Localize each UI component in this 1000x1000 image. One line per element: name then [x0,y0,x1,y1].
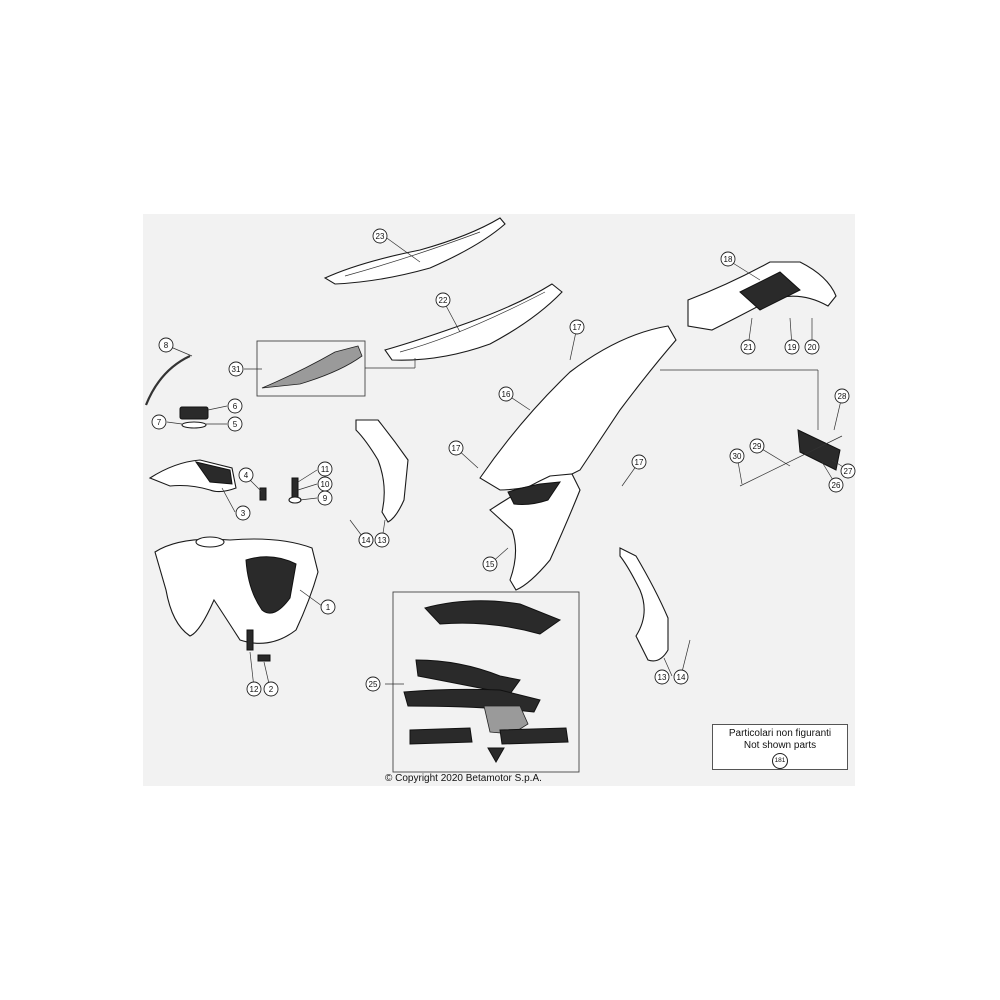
callout-label: 17 [635,458,644,467]
callout-26: 26 [828,477,844,493]
callout-31: 31 [228,361,244,377]
callout-25: 25 [365,676,381,692]
callout-label: 21 [744,343,753,352]
callout-3: 3 [235,505,251,521]
callout-label: 18 [724,255,733,264]
callout-9: 9 [317,490,333,506]
callout-13: 13 [654,669,670,685]
callout-label: 30 [733,452,742,461]
callout-label: 20 [808,343,817,352]
callout-17: 17 [569,319,585,335]
callout-17: 17 [631,454,647,470]
callout-label: 6 [233,402,238,411]
callout-2: 2 [263,681,279,697]
seat-base-detail [256,340,416,397]
decal-kit [392,591,580,773]
license-plate-bracket [739,429,843,487]
callout-27: 27 [840,463,856,479]
callout-10: 10 [317,476,333,492]
callout-label: 3 [241,509,246,518]
not-shown-parts-legend: Particolari non figuranti Not shown part… [712,724,848,770]
callout-label: 7 [157,418,162,427]
callout-label: 28 [838,392,847,401]
callout-label: 29 [753,442,762,451]
callout-label: 4 [244,471,249,480]
radiator-shroud-left [355,419,409,523]
callout-label: 9 [323,494,328,503]
callout-4: 4 [238,467,254,483]
callout-label: 19 [788,343,797,352]
callout-29: 29 [749,438,765,454]
callout-label: 14 [362,536,371,545]
callout-label: 13 [378,536,387,545]
callout-21: 21 [740,339,756,355]
callout-label: 16 [502,390,511,399]
callout-11: 11 [317,461,333,477]
callout-16: 16 [498,386,514,402]
callout-13: 13 [374,532,390,548]
callout-label: 8 [164,341,169,350]
callout-28: 28 [834,388,850,404]
callout-label: 2 [269,685,274,694]
side-panel [479,325,677,591]
callout-label: 23 [376,232,385,241]
callout-18: 18 [720,251,736,267]
callout-17: 17 [448,440,464,456]
fuel-tank [154,536,319,644]
callout-label: 17 [573,323,582,332]
callout-label: 31 [232,365,241,374]
callout-label: 12 [250,685,259,694]
callout-12: 12 [246,681,262,697]
callout-30: 30 [729,448,745,464]
callout-15: 15 [482,556,498,572]
callout-7: 7 [151,414,167,430]
callout-14: 14 [673,669,689,685]
callout-label: 14 [677,673,686,682]
seat-cover [323,217,506,285]
callout-label: 27 [844,467,853,476]
callout-1: 1 [320,599,336,615]
callout-6: 6 [227,398,243,414]
legend-ref-bubble: 181 [772,753,788,769]
callout-label: 15 [486,560,495,569]
callout-14: 14 [358,532,374,548]
callout-label: 11 [321,465,330,474]
rear-fender [687,261,837,331]
callout-22: 22 [435,292,451,308]
callout-20: 20 [804,339,820,355]
callout-label: 26 [832,481,841,490]
seat [384,283,563,361]
copyright-notice: © Copyright 2020 Betamotor S.p.A. [385,773,542,784]
callout-label: 13 [658,673,667,682]
legend-line-2: Not shown parts [743,740,817,751]
callout-label: 17 [452,444,461,453]
callout-label: 5 [233,420,238,429]
tank-screws [246,477,302,662]
fuel-cap [179,406,209,429]
callout-label: 22 [439,296,448,305]
callout-19: 19 [784,339,800,355]
radiator-shroud-right [619,547,669,662]
callout-5: 5 [227,416,243,432]
callout-label: 10 [321,480,330,489]
callout-bubbles: 1234567891011121313131414151617171718192… [151,228,856,697]
legend-line-1: Particolari non figuranti [728,728,832,739]
breather-hose [144,355,191,406]
tank-bracket [148,459,237,493]
callout-label: 1 [326,603,331,612]
callout-8: 8 [158,337,174,353]
callout-23: 23 [372,228,388,244]
callout-label: 25 [369,680,378,689]
